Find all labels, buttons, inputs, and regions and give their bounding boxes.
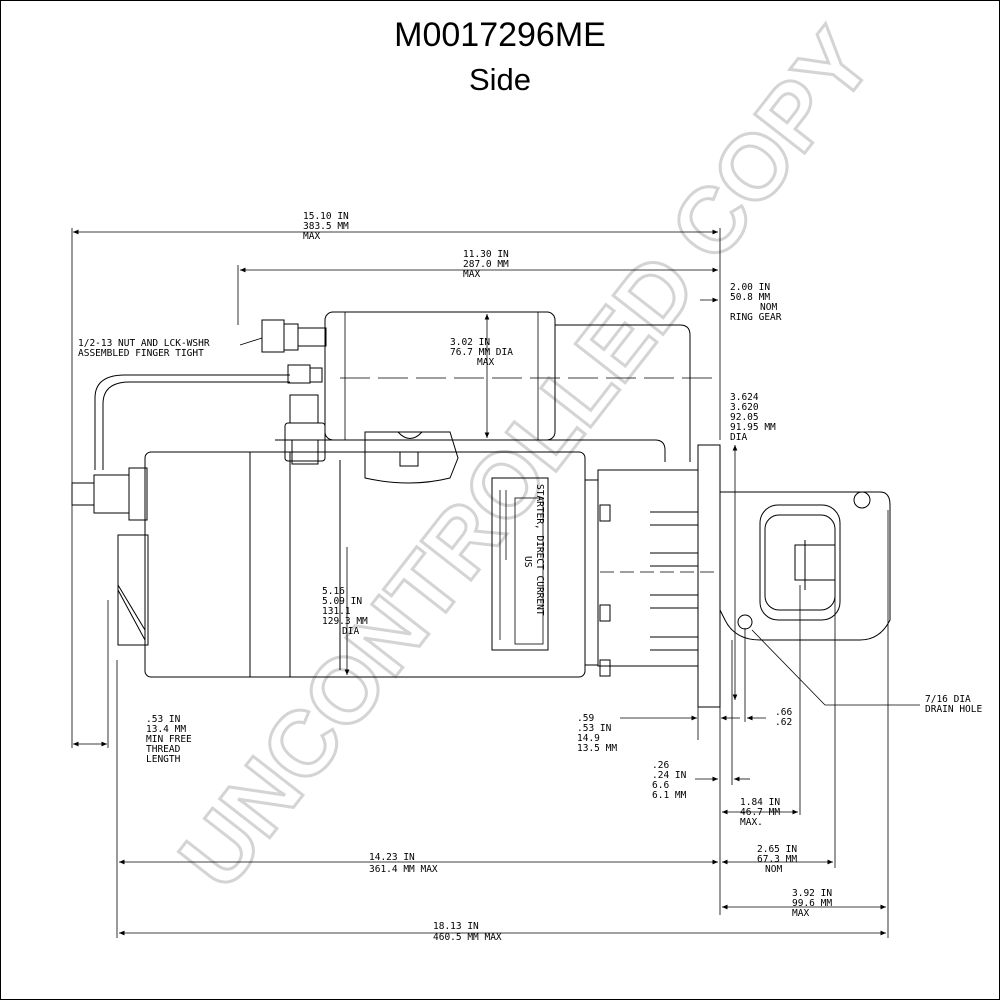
thread-length-label: .53 IN — [146, 714, 181, 725]
motor-dia-label: 5.16 — [322, 586, 345, 597]
svg-text:46.7 MM: 46.7 MM — [740, 807, 780, 818]
svg-text:THREAD: THREAD — [146, 744, 181, 755]
svg-text:MAX: MAX — [303, 231, 320, 242]
svg-text:383.5 MM: 383.5 MM — [303, 221, 349, 232]
svg-text:5.09 IN: 5.09 IN — [322, 596, 362, 607]
nameplate-heading: STARTER, DIRECT CURRENT — [534, 484, 545, 616]
dim-392-label: 3.92 IN — [792, 888, 832, 899]
svg-text:.24 IN: .24 IN — [652, 770, 687, 781]
svg-text:92.05: 92.05 — [730, 412, 759, 423]
svg-text:DRAIN HOLE: DRAIN HOLE — [925, 704, 982, 715]
svg-text:NOM: NOM — [760, 302, 777, 313]
drain-hole — [737, 614, 753, 630]
svg-text:MIN FREE: MIN FREE — [146, 734, 192, 745]
starter-outline — [71, 311, 891, 708]
svg-text:50.8 MM: 50.8 MM — [730, 292, 770, 303]
overall-length-label: 15.10 IN — [303, 211, 349, 222]
dim-66-label: .66 — [775, 707, 792, 718]
strap-bolt — [399, 451, 419, 467]
dim-1423-label: 14.23 IN — [369, 852, 415, 863]
dim-26-label: .26 — [652, 760, 669, 771]
motor-housing — [144, 451, 586, 678]
svg-text:91.95 MM: 91.95 MM — [730, 422, 776, 433]
small-terminal — [287, 364, 311, 384]
end-cap — [117, 534, 149, 646]
solenoid-dia-label: 3.02 IN — [450, 337, 490, 348]
svg-text:129.3 MM: 129.3 MM — [322, 616, 368, 627]
svg-text:MAX: MAX — [477, 357, 494, 368]
mounting-flange — [697, 444, 721, 708]
svg-text:RING GEAR: RING GEAR — [730, 312, 782, 323]
end-stud — [71, 482, 95, 506]
solenoid-length-label: 11.30 IN — [463, 249, 509, 260]
dim-1813-label: 18.13 IN — [433, 921, 479, 932]
svg-text:DIA: DIA — [342, 626, 359, 637]
svg-text:76.7 MM DIA: 76.7 MM DIA — [450, 347, 513, 358]
svg-text:3.620: 3.620 — [730, 402, 759, 413]
svg-text:67.3 MM: 67.3 MM — [757, 854, 797, 865]
svg-text:131.1: 131.1 — [322, 606, 351, 617]
svg-text:99.6 MM: 99.6 MM — [792, 898, 832, 909]
svg-text:13.4 MM: 13.4 MM — [146, 724, 186, 735]
nameplate-border — [491, 477, 549, 651]
dimension-lines — [71, 228, 920, 938]
mount-strap — [364, 431, 459, 484]
dim-184-label: 1.84 IN — [740, 797, 780, 808]
cable — [94, 374, 290, 470]
terminal-nut — [284, 422, 326, 462]
svg-text:LENGTH: LENGTH — [146, 754, 181, 765]
solenoid-terminal — [261, 319, 285, 353]
nameplate-country: US — [522, 556, 533, 568]
nameplate: STARTER, DIRECT CURRENT US — [491, 477, 549, 651]
svg-text:6.1 MM: 6.1 MM — [652, 790, 687, 801]
svg-text:.62: .62 — [775, 717, 792, 728]
watermark-text: UNCONTROLLED COPY — [160, 11, 892, 908]
svg-text:287.0 MM: 287.0 MM — [463, 259, 509, 270]
svg-text:MAX.: MAX. — [740, 817, 763, 828]
ring-gear-label: 2.00 IN — [730, 282, 770, 293]
svg-text:13.5 MM: 13.5 MM — [577, 743, 617, 754]
svg-text:6.6: 6.6 — [652, 780, 669, 791]
view-subtitle: Side — [468, 62, 532, 97]
svg-text:DIA: DIA — [730, 432, 747, 443]
flange-thickness-label: .59 — [577, 713, 594, 724]
drawing-title: M0017296ME — [394, 16, 606, 54]
dim-265-label: 2.65 IN — [757, 844, 797, 855]
svg-text:460.5 MM MAX: 460.5 MM MAX — [433, 932, 502, 943]
svg-text:361.4 MM MAX: 361.4 MM MAX — [369, 864, 438, 875]
svg-text:NOM: NOM — [765, 864, 782, 875]
dimension-labels: 15.10 IN 383.5 MM MAX 11.30 IN 287.0 MM … — [78, 211, 982, 943]
svg-text:ASSEMBLED FINGER TIGHT: ASSEMBLED FINGER TIGHT — [78, 348, 204, 359]
svg-text:14.9: 14.9 — [577, 733, 600, 744]
drain-hole-label: 7/16 DIA — [925, 694, 971, 705]
svg-text:MAX: MAX — [463, 269, 480, 280]
svg-text:MAX: MAX — [792, 908, 809, 919]
nut-note: 1/2-13 NUT AND LCK-WSHR — [78, 338, 210, 349]
pilot-dia-label: 3.624 — [730, 392, 759, 403]
svg-text:.53 IN: .53 IN — [577, 723, 612, 734]
